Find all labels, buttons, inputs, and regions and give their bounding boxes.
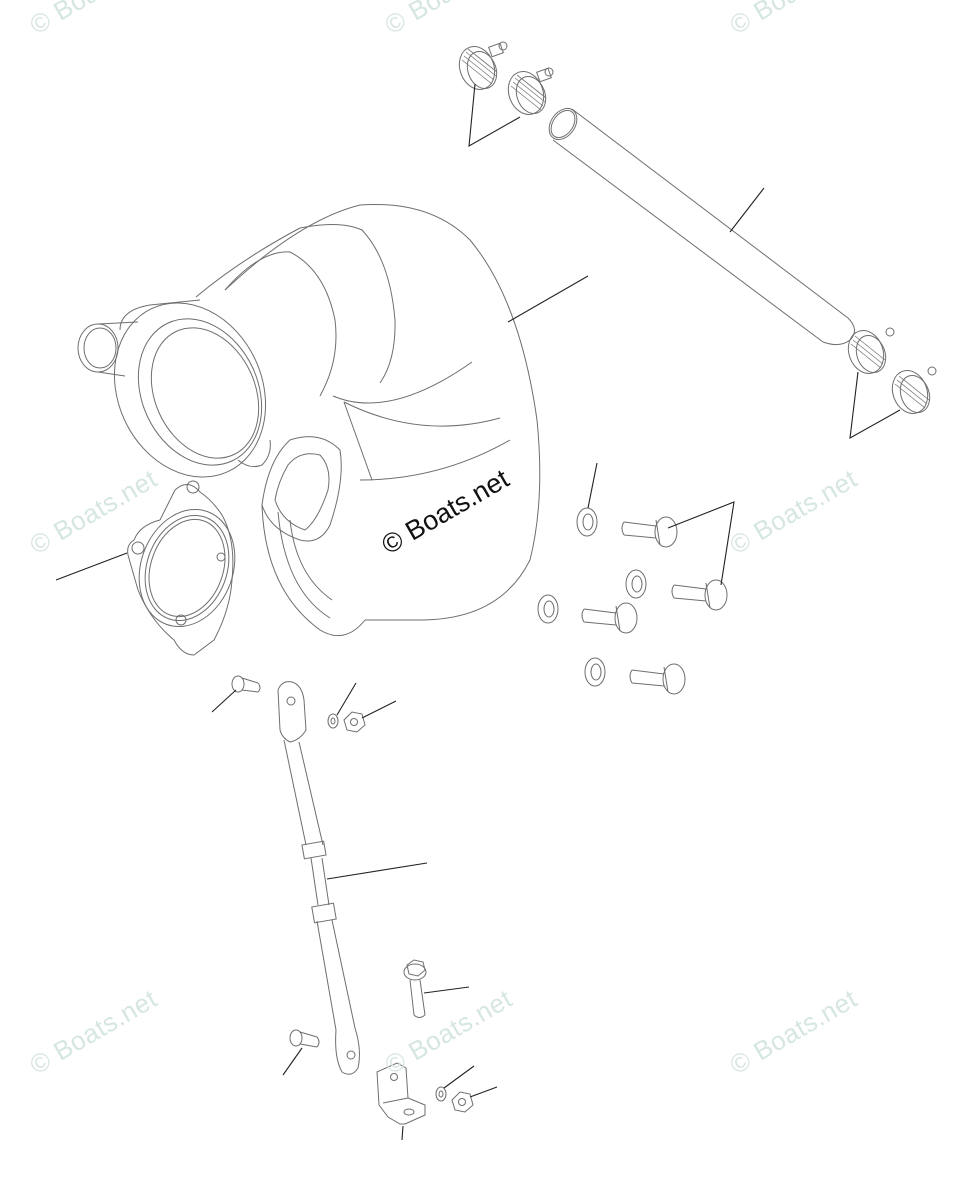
washer-4[interactable] — [584, 657, 606, 687]
washer-small-upper[interactable] — [327, 713, 339, 729]
hex-nut-upper[interactable] — [343, 711, 366, 733]
leader-line — [729, 187, 765, 233]
hex-bolt-1[interactable] — [621, 516, 678, 548]
leader-line — [587, 462, 598, 509]
hex-nut-lower[interactable] — [451, 1091, 474, 1113]
washer-1[interactable] — [576, 507, 598, 537]
bolt-small-upper[interactable] — [231, 675, 261, 693]
water-hose[interactable] — [543, 103, 855, 346]
hex-bolt-4[interactable] — [629, 663, 686, 695]
gasket[interactable] — [123, 480, 250, 656]
leader-line — [361, 700, 397, 719]
support-stay[interactable] — [277, 681, 360, 1075]
leader-line — [849, 371, 901, 440]
hose-clamp-top-right[interactable] — [503, 67, 554, 120]
leader-line — [55, 552, 128, 581]
leader-line — [326, 862, 428, 880]
hose-clamp-top-left[interactable] — [454, 41, 508, 95]
angle-bracket[interactable] — [376, 1062, 426, 1125]
hose-clamp-right-upper[interactable] — [843, 326, 895, 379]
leader-line — [507, 275, 589, 323]
flange-bolt[interactable] — [403, 959, 427, 1018]
leader-line — [282, 1047, 303, 1076]
leader-line — [468, 83, 521, 148]
washer-2[interactable] — [625, 569, 647, 599]
leader-line — [336, 682, 357, 716]
bolt-small-lower[interactable] — [289, 1029, 320, 1048]
leader-line — [667, 501, 735, 586]
hex-bolt-3[interactable] — [581, 602, 638, 634]
leader-line — [211, 689, 237, 713]
leader-line — [401, 1125, 404, 1141]
washer-3[interactable] — [537, 594, 559, 624]
exhaust-elbow[interactable] — [77, 203, 541, 637]
hex-bolt-2[interactable] — [671, 579, 728, 611]
leader-line — [443, 1065, 475, 1089]
leader-line — [469, 1086, 498, 1098]
hose-clamp-right-lower[interactable] — [887, 366, 937, 419]
washer-small-lower[interactable] — [435, 1086, 447, 1102]
leader-line — [423, 986, 470, 994]
